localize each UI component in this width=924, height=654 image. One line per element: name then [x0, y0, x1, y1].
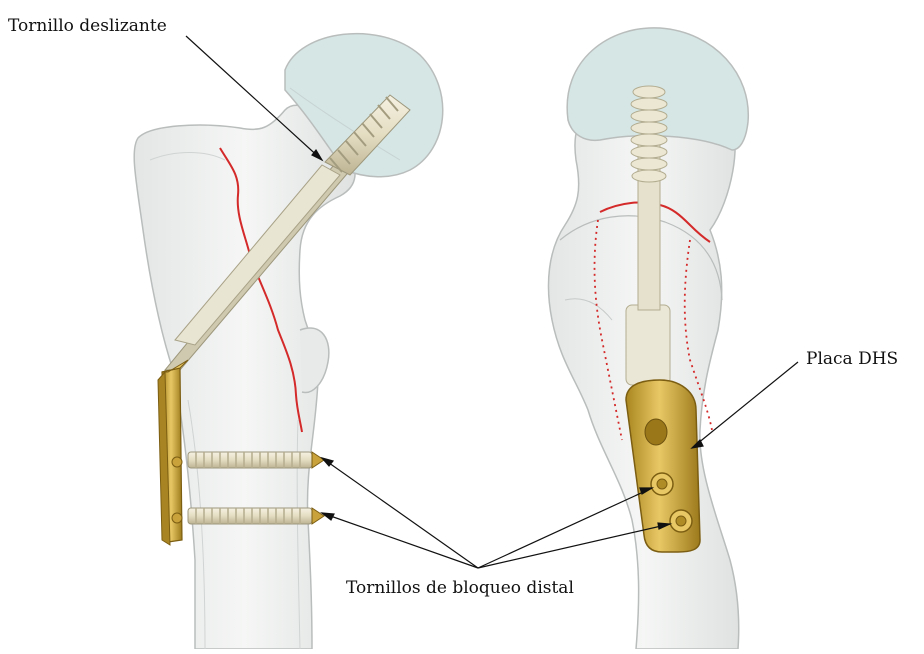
- label-dhs-plate: Placa DHS: [806, 349, 898, 369]
- left-lesser-trochanter: [300, 328, 329, 392]
- left-femur-view: [134, 34, 443, 649]
- right-femur-view: [548, 28, 748, 649]
- label-distal-locking-screws: Tornillos de bloqueo distal: [346, 578, 574, 598]
- right-distal-screw-head-1: [651, 473, 673, 495]
- plate-barrel-hole: [645, 419, 667, 445]
- left-distal-screw-2: [172, 508, 324, 524]
- label-sliding-screw: Tornillo deslizante: [8, 16, 167, 36]
- right-distal-screw-head-2: [670, 510, 692, 532]
- left-distal-screw-1: [172, 452, 324, 468]
